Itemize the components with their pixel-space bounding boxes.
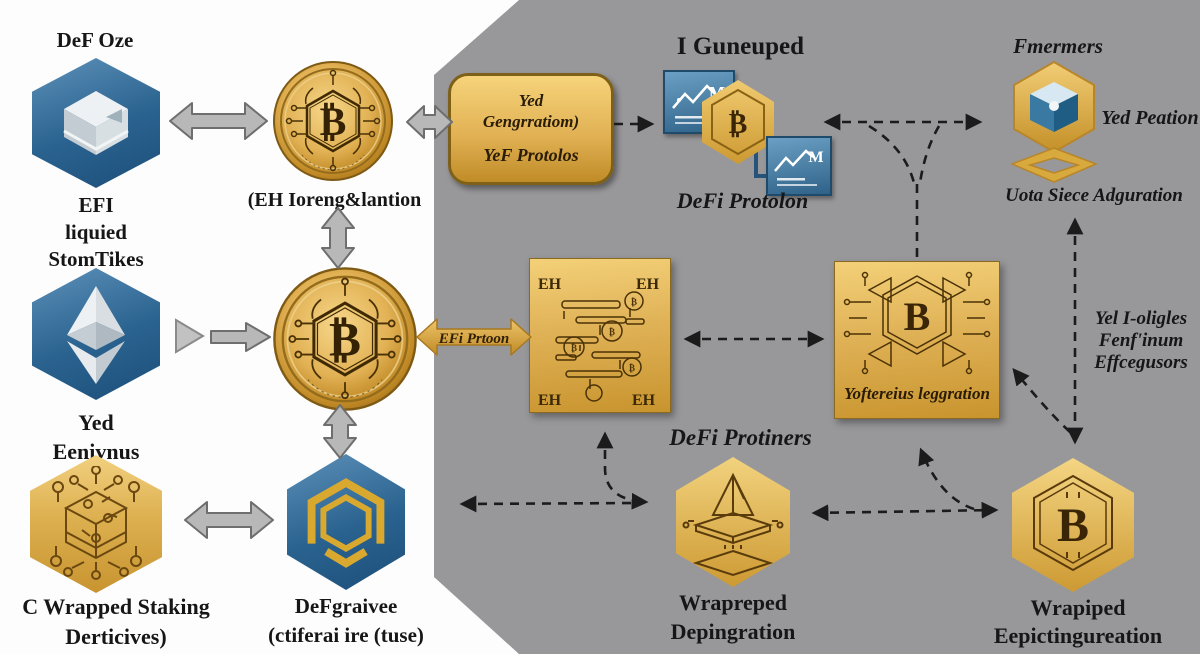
grouped-title: I Guneuped: [676, 33, 805, 60]
wrapped-depingration-label: Wrapreped Depingration: [648, 588, 818, 646]
circuit-cube-icon: [50, 466, 142, 580]
bitcoin-b-glyph: B: [904, 294, 931, 339]
yield-generation-box: Yed Gengrratiom) YeF Protolos: [448, 73, 614, 185]
bitcoin-glyph: ₿: [329, 314, 361, 367]
cube-icon: [63, 91, 129, 155]
wrapped-staking-hexagon: [30, 455, 162, 593]
chart-label-glyph: M: [808, 149, 823, 166]
defi-one-hexagon: [32, 58, 160, 188]
eh-corner-label: EH: [538, 392, 562, 409]
bitcoin-b-glyph: B: [1057, 499, 1089, 552]
yield-box-line: YeF Protolos: [483, 144, 579, 165]
label-line: (ctiferai ire (tuse): [268, 623, 424, 647]
bitcoin-hexagon-icon: ₿: [711, 88, 765, 156]
defi-derivative-hexagon: [287, 454, 405, 590]
eh-circuit-square: ₿ ₿ ₿ ₿ EH EH EH EH: [529, 258, 671, 413]
label-line: C Wrapped Staking: [22, 594, 210, 619]
bitcoin-glyph: ₿: [729, 109, 748, 140]
farmers-icon: [1010, 60, 1098, 183]
defi-one-title: DeF Oze: [56, 28, 134, 52]
label-line: EFI: [78, 193, 114, 217]
eh-corner-label: EH: [632, 392, 656, 409]
wrapped-bitcoin-label: Wrapiped Eepictingureation: [978, 594, 1178, 650]
coin-top-label: (EH Ioreng&lantion: [247, 189, 422, 211]
eth-label: Yed Eenivnus: [5, 408, 187, 466]
label-line: Eepictingureation: [993, 623, 1163, 648]
mini-btc-glyph: ₿: [631, 297, 637, 307]
eh-corner-label: EH: [636, 276, 660, 293]
bitcoin-glyph: ₿: [320, 99, 347, 144]
mini-btc-glyph: ₿: [609, 327, 615, 337]
label-line: StomTikes: [48, 247, 144, 271]
arrow-bar-coin2: [210, 322, 271, 352]
text-line: Yel I-oligles: [1094, 308, 1188, 329]
hexagon-outline-icon: [307, 478, 385, 568]
pyramid-platform-icon: [682, 472, 784, 577]
chart-square-2: M: [766, 136, 832, 196]
defi-derivative-label: DeFgraivee (ctiferai ire (tuse): [238, 592, 454, 650]
mini-btc-glyph: ₿: [571, 343, 577, 353]
bitcoin-coin-top: ₿: [273, 61, 393, 181]
triangle-pointer: [175, 318, 205, 354]
ethereum-icon: [67, 286, 125, 384]
label-line: Depingration: [670, 619, 796, 644]
chart-icon: M: [774, 149, 824, 186]
yield-box-line: Gengrratiom): [482, 112, 580, 132]
wrapped-staking-label: C Wrapped Staking Derticives): [0, 592, 232, 652]
farmers-side-label: Yed Peation: [1101, 107, 1199, 129]
integration-caption: Yoftereius leggration: [844, 384, 990, 403]
label-line: Yed: [78, 410, 114, 435]
ethereum-hexagon: [32, 268, 160, 400]
arrow-hex3-hex4: [184, 501, 274, 539]
arrow-coin1-coin2: [321, 207, 355, 269]
label-line: Wrapreped: [679, 590, 787, 615]
label-line: liquied: [65, 220, 127, 244]
right-text-block: Yel I-oligles Fenf'inum Effcegusors: [1082, 308, 1200, 374]
arrow-hex1-coin1: [169, 102, 268, 140]
mini-btc-glyph: ₿: [629, 363, 635, 373]
bitcoin-b-hexagon-icon: B: [1033, 474, 1113, 572]
partners-caption: DeFi Protiners: [669, 425, 812, 450]
defi-one-label: EFI liquied StomTikes: [5, 192, 187, 273]
integration-square: B Yoftereius leggration: [834, 261, 1000, 419]
arrow-coin2-hex4: [323, 404, 357, 459]
bitcoin-coin-middle: ₿: [273, 267, 417, 411]
label-line: Derticives): [65, 624, 167, 649]
grouped-caption: DeFi Protolon: [676, 188, 809, 213]
circuit-board-art: ₿ ₿ ₿ ₿ EH EH EH EH: [538, 276, 660, 409]
yield-box-line: Yed: [518, 91, 544, 111]
integration-circuit-art: B: [843, 271, 991, 375]
farmers-caption: Uota Siece Adguration: [1005, 185, 1183, 206]
farmers-title: Fmermers: [1013, 34, 1103, 58]
text-line: Effcegusors: [1094, 352, 1188, 373]
label-line: DeFgraivee: [294, 594, 398, 618]
label-line: Wrapiped: [1030, 595, 1126, 620]
eh-corner-label: EH: [538, 276, 562, 293]
text-line: Fenf'inum: [1098, 330, 1184, 351]
